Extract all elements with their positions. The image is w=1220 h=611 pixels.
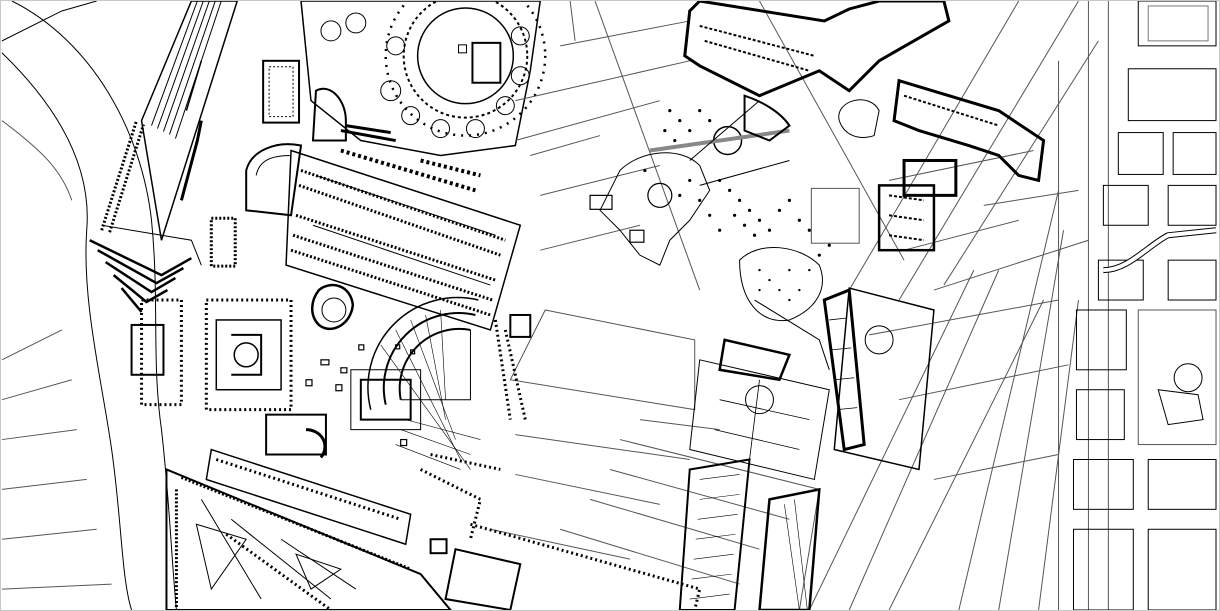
bath-complex [204,298,327,459]
city-blocks [1072,1,1217,610]
circular-complex [300,1,547,157]
forum-portico [245,143,522,331]
left-small-buildings [130,59,301,407]
theatre-columns [419,319,527,540]
street-grid [490,1,1109,610]
circus-stepped-seating [89,224,202,313]
triangular-portico [165,448,452,610]
circus-building [140,1,239,241]
scattered-marks [305,194,645,555]
river [1,1,177,610]
semicircular-theatre [350,296,481,470]
palace-complex [683,1,1046,252]
garden-cluster [599,94,830,370]
circus-column-row [100,120,145,233]
garden-tree-dots [643,109,831,302]
bottom-structures [444,287,935,610]
